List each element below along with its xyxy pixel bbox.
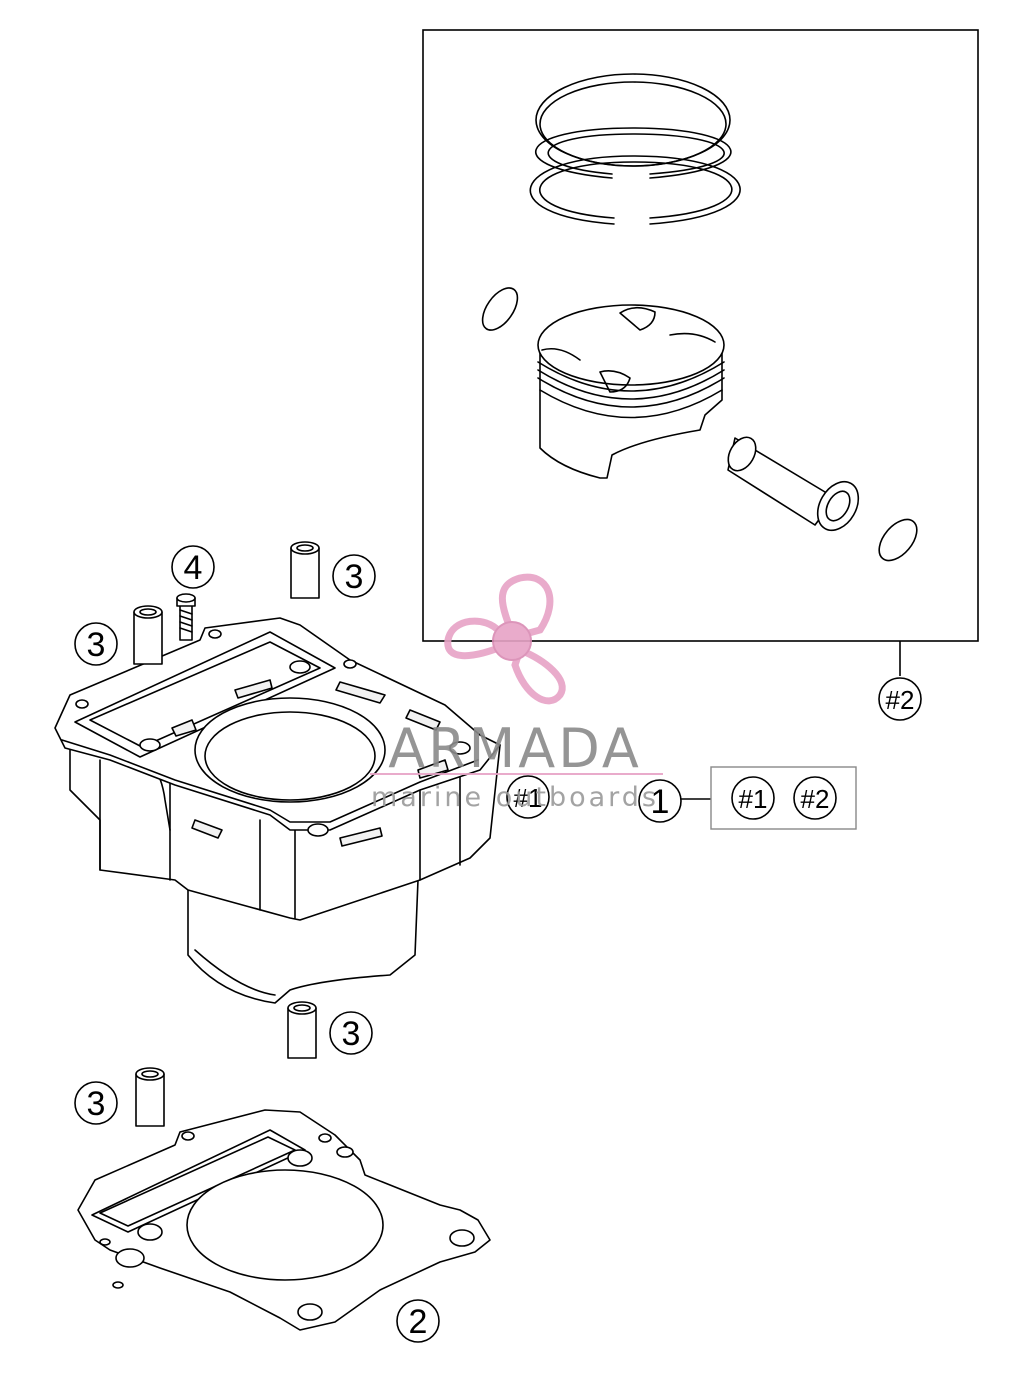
propeller-logo xyxy=(444,573,566,705)
cylinder xyxy=(54,617,501,1004)
svg-text:3: 3 xyxy=(345,558,364,596)
kit-item-1: #1 xyxy=(731,776,775,820)
dowel-sleeve-top-right xyxy=(290,541,320,599)
watermark-brand: ARMADA xyxy=(388,717,642,780)
dowel-sleeve-top-left xyxy=(133,605,163,665)
piston-ring-bottom xyxy=(529,155,741,225)
svg-text:3: 3 xyxy=(87,1085,106,1123)
callout-2: 2 xyxy=(396,1299,440,1343)
kit-item-2: #2 xyxy=(793,776,837,820)
kit-contents-box: #1 #2 xyxy=(710,766,857,830)
dowel-sleeve-bottom-left xyxy=(135,1067,165,1127)
circlip-right xyxy=(878,518,918,562)
svg-text:4: 4 xyxy=(184,549,203,587)
svg-text:3: 3 xyxy=(342,1015,361,1053)
piston-ring-middle xyxy=(534,127,732,179)
circlip-left xyxy=(481,287,519,331)
callout-3-top-left: 3 xyxy=(74,622,118,666)
callout-3-bottom-left: 3 xyxy=(74,1081,118,1125)
cylinder-base-gasket xyxy=(77,1109,491,1331)
screw xyxy=(176,593,196,641)
dowel-sleeve-bottom-right xyxy=(287,1001,317,1059)
watermark-tagline: marine outboards xyxy=(371,782,659,813)
callout-3-top-right: 3 xyxy=(332,554,376,598)
svg-text:#1: #1 xyxy=(739,784,768,814)
svg-text:#2: #2 xyxy=(801,784,830,814)
svg-text:1: 1 xyxy=(651,783,670,821)
watermark: ARMADA marine outboards xyxy=(370,573,663,813)
svg-text:#2: #2 xyxy=(886,685,915,715)
piston-pin xyxy=(727,436,860,532)
svg-text:#1: #1 xyxy=(514,783,543,813)
svg-text:2: 2 xyxy=(409,1303,428,1341)
piston xyxy=(537,304,725,479)
piston-ring-top xyxy=(535,73,731,167)
svg-text:3: 3 xyxy=(87,626,106,664)
callout-ref-2: #2 xyxy=(878,677,922,721)
callout-4: 4 xyxy=(171,545,215,589)
callout-1: 1 xyxy=(638,779,711,823)
callout-ref-1: #1 xyxy=(506,775,550,819)
callout-3-bottom-right: 3 xyxy=(329,1011,373,1055)
